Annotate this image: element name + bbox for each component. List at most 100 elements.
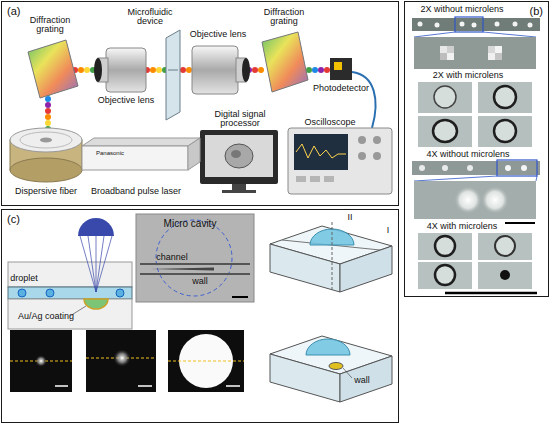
droplet <box>46 289 54 297</box>
pixel <box>440 53 447 60</box>
scale-bar <box>445 292 537 295</box>
channel <box>8 287 132 299</box>
optical-setup <box>10 30 392 194</box>
waveform <box>296 144 346 158</box>
text-label: Broadband pulse laser <box>81 187 191 196</box>
button <box>324 176 334 182</box>
wall <box>150 268 214 271</box>
cell-tile <box>478 82 532 113</box>
cell <box>435 265 455 285</box>
zoom-image <box>414 37 536 69</box>
button <box>296 176 306 182</box>
knob <box>358 152 366 160</box>
metal-cavity <box>84 299 108 309</box>
cell <box>494 120 516 142</box>
image-strip <box>412 161 540 175</box>
fluorescence-image <box>10 330 72 392</box>
cell <box>435 23 440 28</box>
droplet <box>18 289 26 297</box>
panel-label: (c) <box>7 213 20 225</box>
text-label: droplet <box>4 274 44 283</box>
droplet-signal <box>35 355 47 367</box>
zoom-line <box>414 176 497 181</box>
pixel <box>440 46 447 53</box>
droplet-signal <box>113 349 131 367</box>
substrate <box>8 299 132 329</box>
pixel <box>447 46 454 53</box>
micrograph <box>136 214 254 302</box>
text-label: wall <box>347 376 377 385</box>
cell <box>528 23 533 28</box>
pulse-laser <box>188 138 200 170</box>
text-label: Diffraction grating <box>254 8 314 27</box>
panel-label: (a) <box>7 5 20 17</box>
monitor <box>200 130 278 184</box>
objective-lens <box>242 58 250 82</box>
fiber-spool <box>20 132 72 148</box>
zoom-box <box>455 17 483 32</box>
cell <box>434 86 456 108</box>
text-label: II <box>342 213 358 222</box>
text-label: Objective lens <box>86 96 166 105</box>
pulse-laser <box>82 138 200 146</box>
text-label: 2X with microlens <box>403 71 533 80</box>
cell-tile <box>418 233 472 260</box>
pixel <box>495 53 502 60</box>
text-label: 2X without microlens <box>397 5 527 14</box>
fiber-spool <box>10 128 82 152</box>
cell <box>435 236 455 256</box>
cell <box>481 186 509 214</box>
light-ray <box>96 236 97 292</box>
diffraction-grating <box>262 32 308 92</box>
fluorescence-image <box>86 330 156 392</box>
zoom-line <box>483 32 536 37</box>
cavity-dome <box>306 339 350 355</box>
microfluidic-channel <box>168 70 178 71</box>
cell <box>460 22 465 27</box>
scale-bar <box>232 296 248 298</box>
scale-bar <box>505 222 535 224</box>
objective-lens <box>94 58 102 82</box>
cell <box>442 165 448 171</box>
photodetector <box>334 62 342 70</box>
knob <box>373 152 381 160</box>
pixel <box>488 46 495 53</box>
monitor-stand <box>222 190 256 193</box>
cell <box>495 236 515 256</box>
scale-bar <box>226 385 240 387</box>
cell <box>505 165 511 171</box>
chip-3d <box>270 244 340 292</box>
cell <box>419 165 425 171</box>
text-label: Micro cavity <box>155 219 225 230</box>
monitor-screen <box>205 135 273 177</box>
channel-wall <box>140 273 250 275</box>
objective-lens <box>192 46 238 94</box>
text-label: Objective lens <box>178 30 258 39</box>
zoom-image <box>414 181 536 219</box>
panel-frame: (b) <box>404 1 549 297</box>
section-line <box>332 222 333 292</box>
pixel <box>447 53 454 60</box>
fluorescence-image <box>168 330 244 392</box>
microcavity-schematic <box>8 214 392 402</box>
fiber-spool <box>10 158 82 182</box>
cell <box>433 120 457 142</box>
profile-line <box>168 361 244 362</box>
cell-tile <box>418 116 472 147</box>
light-beam <box>44 92 52 128</box>
image-strip <box>412 18 540 31</box>
cell <box>500 270 510 280</box>
scale-bar <box>138 385 152 387</box>
scale-bar <box>55 385 68 387</box>
text-label: Diffraction grating <box>20 16 80 35</box>
text-label: wall <box>185 277 215 286</box>
text-label: Microfluidic device <box>119 8 181 27</box>
cell <box>513 22 518 27</box>
cell-tile <box>478 262 532 289</box>
light-ray <box>96 236 104 292</box>
text-label: channel <box>147 253 197 262</box>
cell-tile <box>478 233 532 260</box>
